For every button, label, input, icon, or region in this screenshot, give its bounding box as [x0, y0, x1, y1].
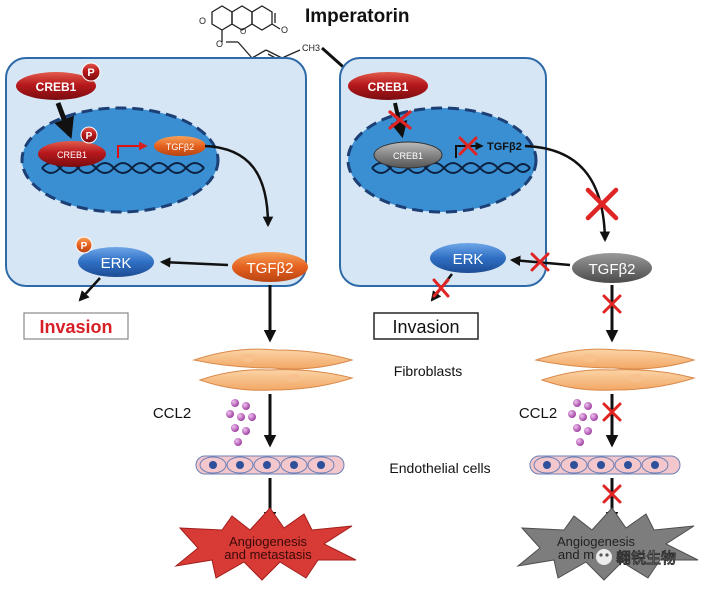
tgfb2-gene-label: TGFβ2 — [166, 142, 194, 152]
invasion-right-label: Invasion — [392, 317, 459, 337]
invasion-block — [432, 278, 450, 298]
watermark-text: 翱锐生物 — [615, 549, 676, 567]
ether-oxygen: O — [216, 39, 223, 49]
tgfb2-left — [232, 252, 308, 282]
invasion-left-label: Invasion — [39, 317, 112, 337]
tgfb2-left-label: TGFβ2 — [247, 260, 294, 277]
angiogenesis-block — [602, 484, 622, 504]
phospho-label-erk: P — [81, 241, 88, 252]
ccl2-right-particles — [568, 399, 598, 446]
angiogenesis-burst-left — [174, 507, 357, 581]
secretion-block — [585, 187, 619, 221]
carbonyl-oxygen: O — [281, 25, 288, 35]
fibroblasts-right — [534, 348, 696, 391]
transcription-block — [458, 136, 478, 156]
creb1-right-cytoplasm — [348, 72, 428, 100]
methyl-label-top: CH3 — [302, 43, 320, 53]
creb1-translocation-arrow — [54, 102, 74, 139]
angiogenesis-left-line2: and metastasis — [224, 547, 312, 562]
compound-name: Imperatorin — [305, 6, 410, 27]
creb1-inactive-label: CREB1 — [393, 151, 423, 161]
invasion-left-box — [23, 312, 129, 340]
erk-right — [430, 243, 506, 273]
left-transcription-arrow — [117, 141, 148, 158]
ccl2-left-label: CCL2 — [153, 405, 191, 422]
tgfb2-right-inactive — [572, 253, 652, 283]
endothelial-left — [195, 455, 345, 475]
pyranone-oxygen: O — [240, 27, 246, 36]
creb1-inactive — [373, 141, 443, 169]
creb1-nuclear-label: CREB1 — [57, 150, 87, 160]
tgfb2-to-erk-arrow — [159, 257, 229, 268]
creb1-cytoplasm-label: CREB1 — [36, 80, 77, 94]
angiogenesis-right-line2: and m — [558, 547, 594, 562]
angiogenesis-left-line1: Angiogenesis — [229, 534, 308, 549]
erk-to-invasion-arrow — [78, 277, 101, 302]
endothelial-right — [529, 455, 681, 475]
tgfb2-gene-right-label: TGFβ2 — [487, 141, 522, 153]
fibroblast-signal-block — [602, 294, 622, 314]
creb1-translocation-block — [388, 110, 412, 130]
tgfb2-right-label: TGFβ2 — [589, 261, 636, 278]
furan-oxygen: O — [199, 16, 206, 26]
phospho-label-1: P — [87, 67, 94, 79]
creb1-nuclear — [38, 141, 106, 167]
phospho-label-2: P — [86, 131, 93, 142]
erk-left — [78, 247, 154, 277]
creb1-cytoplasm — [16, 72, 96, 100]
tgfb2-gene — [154, 136, 206, 156]
fibroblasts-label: Fibroblasts — [394, 363, 462, 379]
erk-right-label: ERK — [453, 251, 484, 268]
angiogenesis-burst-right — [516, 507, 699, 581]
phospho-badge-1 — [81, 62, 101, 82]
ccl2-signal-block — [602, 402, 622, 422]
tgfb2-secretion-arrow — [204, 144, 274, 228]
fibroblasts-left — [192, 348, 354, 391]
creb1-right-cytoplasm-label: CREB1 — [368, 80, 409, 94]
erk-left-label: ERK — [101, 255, 132, 272]
phospho-badge-erk — [75, 236, 93, 254]
phospho-badge-2 — [80, 126, 98, 144]
right-transcription-arrow — [455, 141, 484, 158]
watermark: 翱锐生物 — [596, 549, 676, 567]
endothelial-label: Endothelial cells — [389, 460, 490, 476]
tgfb2-right-secretion-arrow — [524, 144, 611, 243]
ccl2-right-label: CCL2 — [519, 405, 557, 422]
invasion-right-box — [373, 312, 479, 340]
ccl2-left-particles — [226, 399, 256, 446]
angiogenesis-right-line1: Angiogenesis — [557, 534, 636, 549]
erk-activation-block — [530, 252, 550, 272]
